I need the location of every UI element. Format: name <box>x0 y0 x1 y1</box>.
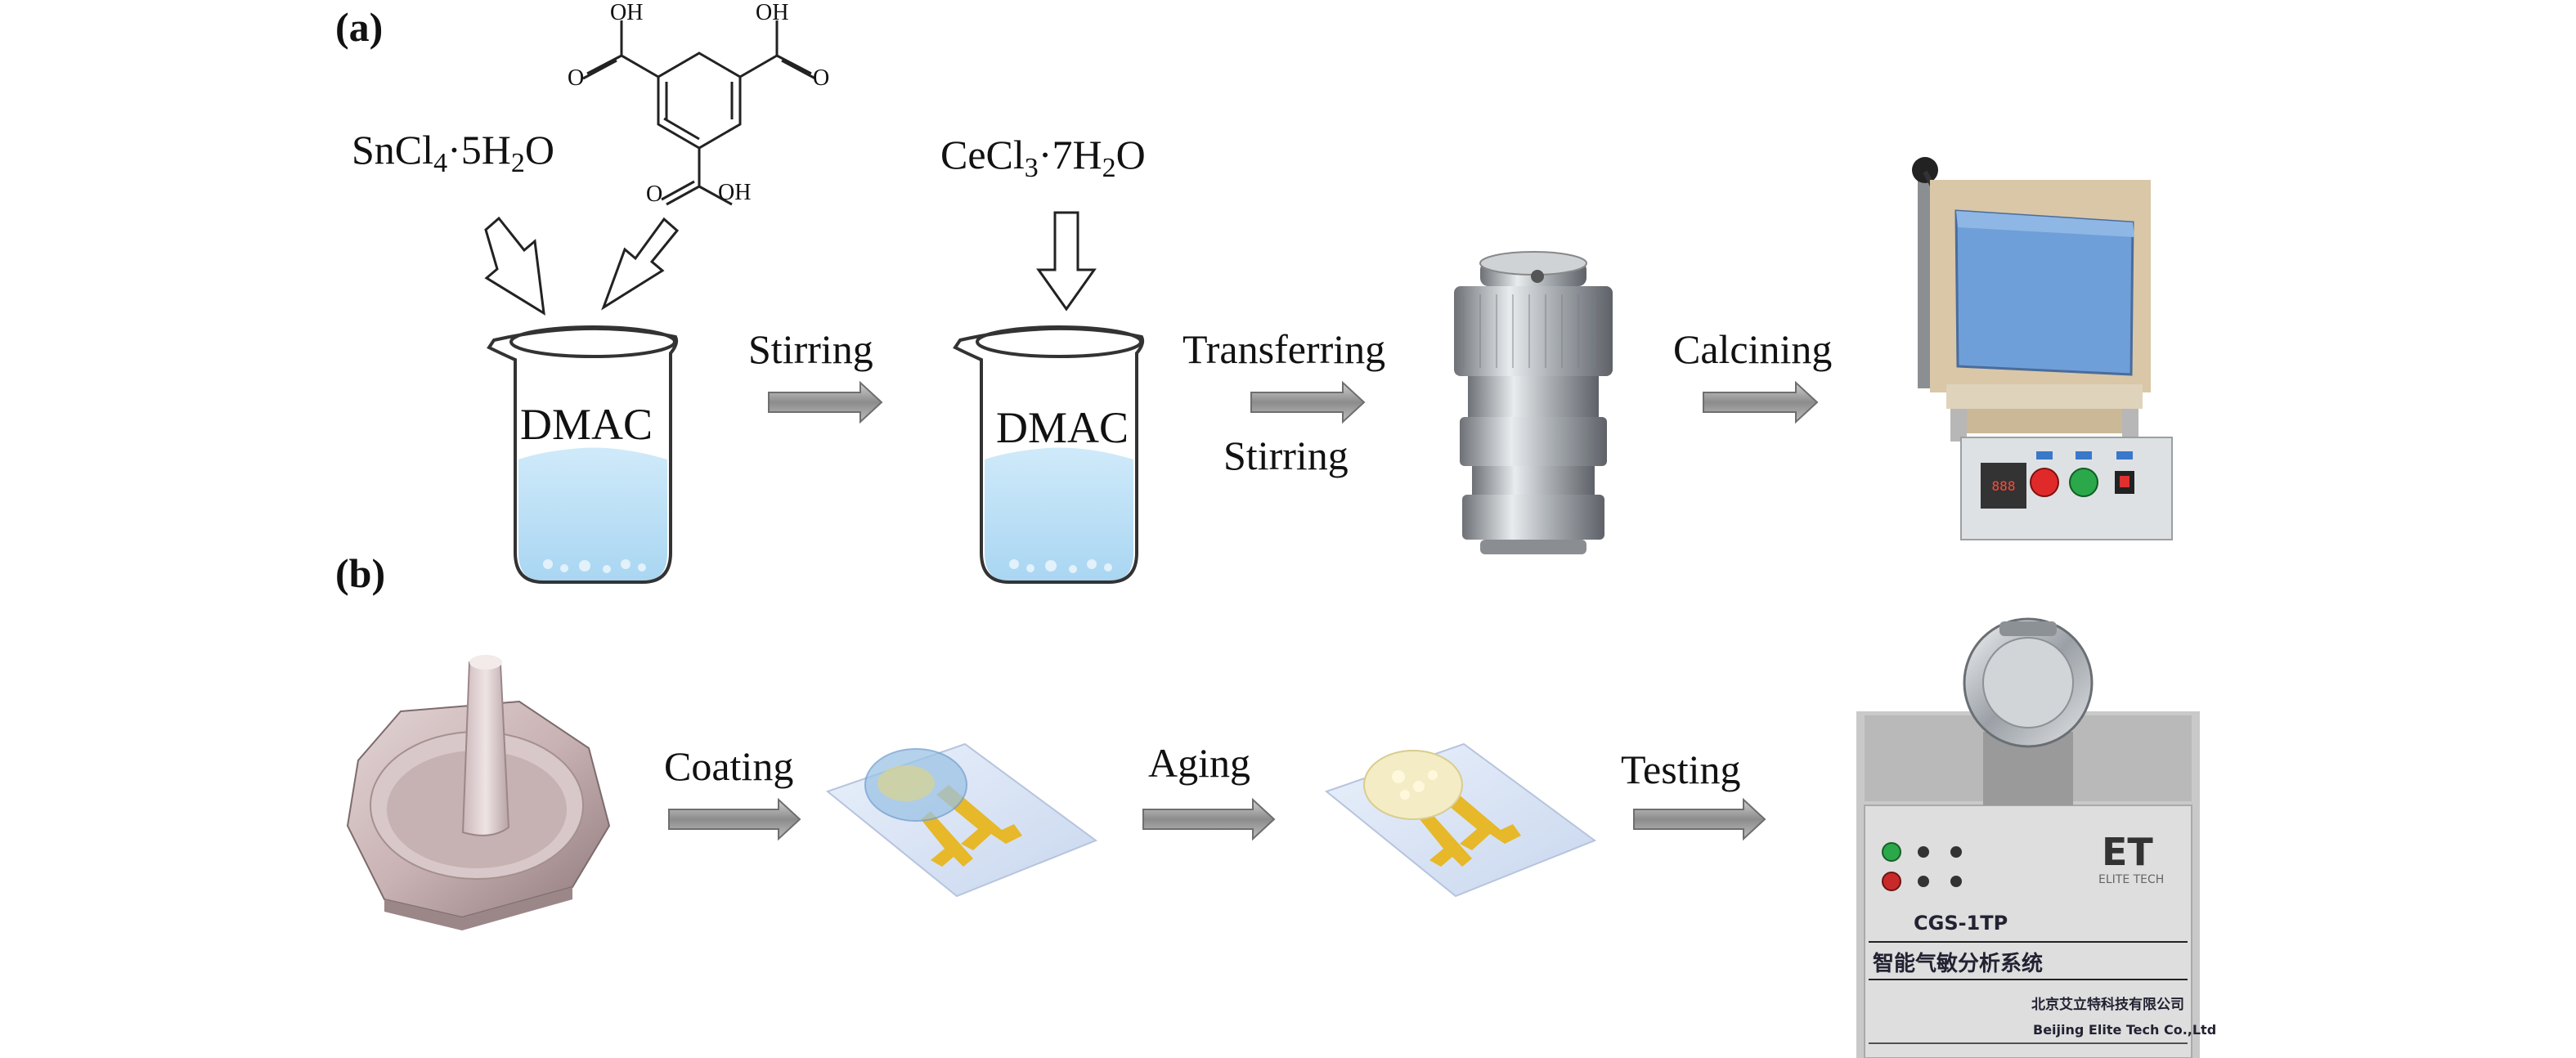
arrow-aging <box>1142 797 1276 841</box>
tester-name: 智能气敏分析系统 <box>1873 952 2044 976</box>
step-coating: Coating <box>664 743 794 789</box>
solvent-label-2: DMAC <box>996 403 1129 452</box>
solvent-label-1: DMAC <box>520 400 653 449</box>
furnace-stop-button[interactable] <box>2030 468 2059 497</box>
arrow-coating <box>668 797 801 841</box>
linker-oh-3: OH <box>718 180 752 205</box>
autoclave <box>1454 251 1613 554</box>
furnace-display: 888 <box>1992 478 2016 494</box>
sensor-chip-aged <box>1324 742 1597 898</box>
input-arrows <box>484 211 1097 316</box>
linker-o-2: O <box>813 65 830 91</box>
linker-oh-2: OH <box>756 0 789 25</box>
step-aging: Aging <box>1148 740 1250 786</box>
tester-model: CGS-1TP <box>1914 912 2008 935</box>
process-arrows <box>668 380 1819 841</box>
linker-o-3: O <box>646 182 663 207</box>
tester-company-en: Beijing Elite Tech Co.,Ltd <box>2033 1022 2217 1038</box>
arrow-testing <box>1633 797 1766 841</box>
step-calcining: Calcining <box>1673 326 1833 372</box>
mortar-and-pestle <box>346 655 611 930</box>
furnace: 888 <box>1912 157 2173 540</box>
arrow-stirring <box>768 380 883 424</box>
linker-molecule <box>582 20 816 206</box>
step-stirring: Stirring <box>748 326 873 372</box>
step-transferring: Transferring <box>1183 326 1386 372</box>
panel-label-b: (b) <box>335 550 386 596</box>
reagent-sncl4: SnCl4·5H2O <box>352 127 554 178</box>
linker-o-1: O <box>568 65 585 91</box>
step-stirring-2: Stirring <box>1223 433 1349 478</box>
tester-company-cn: 北京艾立特科技有限公司 <box>2031 997 2184 1013</box>
gas-sensing-tester <box>1856 617 2200 1058</box>
reagent-cecl3: CeCl3·7H2O <box>940 132 1146 183</box>
panel-label-a: (a) <box>335 4 384 50</box>
tester-logo: ET <box>2102 830 2153 874</box>
furnace-start-button[interactable] <box>2069 468 2098 497</box>
beaker-1 <box>487 325 679 584</box>
arrow-calcining <box>1703 380 1819 424</box>
arrow-transferring <box>1250 380 1366 424</box>
step-testing: Testing <box>1621 746 1741 792</box>
beaker-2 <box>953 325 1145 584</box>
linker-oh-1: OH <box>610 0 644 25</box>
tester-brand: ELITE TECH <box>2098 873 2165 886</box>
sensor-chip-coated <box>825 742 1098 898</box>
